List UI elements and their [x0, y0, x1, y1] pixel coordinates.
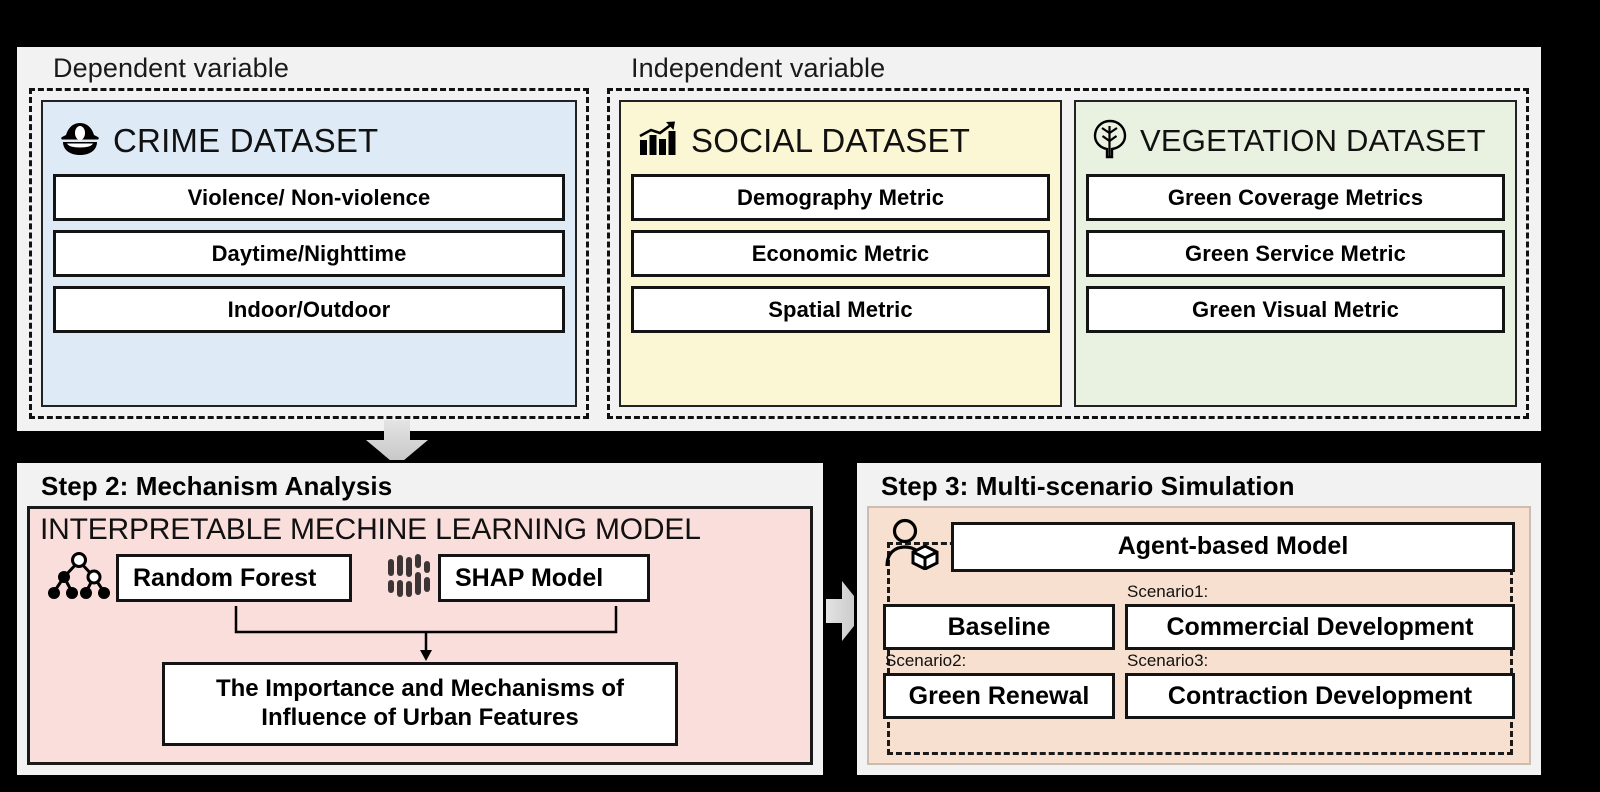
step2-model-container: INTERPRETABLE MECHINE LEARNING MODEL [27, 506, 813, 765]
step2-connector-lines [40, 605, 800, 662]
step2-result-box: The Importance and Mechanisms of Influen… [162, 661, 678, 747]
scenario-cell-2: Scenario2: Green Renewal [883, 651, 1115, 719]
scenario-row: Baseline Scenario1: Commercial Developme… [883, 582, 1515, 650]
scenario-row: Scenario2: Green Renewal Scenario3: Cont… [883, 651, 1515, 719]
scenario-box-2: Green Renewal [883, 673, 1115, 719]
social-metric-item: Demography Metric [631, 174, 1050, 222]
scenario-cell-1: Scenario1: Commercial Development [1125, 582, 1515, 650]
step2-title: Step 2: Mechanism Analysis [41, 471, 393, 501]
agent-model-row: Agent-based Model [883, 518, 1515, 575]
random-forest-box: Random Forest [116, 554, 352, 603]
interpretable-model-banner: INTERPRETABLE MECHINE LEARNING MODEL [40, 513, 701, 546]
vegetation-metric-item: Green Coverage Metrics [1086, 174, 1505, 222]
crime-metric-item: Daytime/Nighttime [53, 230, 565, 278]
crime-dataset-header: CRIME DATASET [53, 108, 565, 174]
agent-person-cube-icon [883, 518, 941, 575]
step3-content: Agent-based Model Baseline Scenario1: Co… [883, 518, 1515, 719]
vegetation-metric-list: Green Coverage Metrics Green Service Met… [1086, 174, 1505, 395]
decision-tree-icon [48, 551, 110, 606]
social-metric-item: Economic Metric [631, 230, 1050, 278]
vegetation-dataset-header: VEGETATION DATASET [1086, 108, 1505, 174]
vegetation-dataset-card: VEGETATION DATASET Green Coverage Metric… [1074, 100, 1517, 407]
step2-result-line2: Influence of Urban Features [261, 703, 579, 731]
crime-metric-item: Indoor/Outdoor [53, 286, 565, 334]
crime-metric-item: Violence/ Non-violence [53, 174, 565, 222]
bar-chart-growth-icon [637, 120, 679, 163]
social-dataset-card: SOCIAL DATASET Demography Metric Economi… [619, 100, 1062, 407]
crime-metric-list: Violence/ Non-violence Daytime/Nighttime… [53, 174, 565, 395]
crime-dataset-card: CRIME DATASET Violence/ Non-violence Day… [41, 100, 577, 407]
social-dataset-title: SOCIAL DATASET [691, 122, 971, 160]
shap-bars-icon [386, 552, 432, 605]
step3-title: Step 3: Multi-scenario Simulation [881, 471, 1295, 501]
dependent-dashed-container: CRIME DATASET Violence/ Non-violence Day… [29, 88, 589, 419]
vegetation-dataset-title: VEGETATION DATASET [1140, 123, 1486, 159]
arrow-right-icon [822, 578, 866, 644]
independent-dashed-container: SOCIAL DATASET Demography Metric Economi… [607, 88, 1529, 419]
vegetation-metric-item: Green Service Metric [1086, 230, 1505, 278]
scenario-label-3: Scenario3: [1127, 651, 1209, 670]
dependent-variable-title: Dependent variable [53, 53, 289, 83]
social-metric-item: Spatial Metric [631, 286, 1050, 334]
scenario-cell-baseline: Baseline [883, 583, 1115, 650]
tree-icon [1092, 119, 1128, 164]
step2-result-line1: The Importance and Mechanisms of [215, 674, 625, 702]
scenario-grid: Baseline Scenario1: Commercial Developme… [883, 582, 1515, 719]
step2-model-row: Random Forest [40, 551, 800, 606]
step3-simulation-container: Agent-based Model Baseline Scenario1: Co… [867, 506, 1531, 765]
social-metric-list: Demography Metric Economic Metric Spatia… [631, 174, 1050, 395]
scenario-box-1: Commercial Development [1125, 604, 1515, 650]
step1-data-panel: Dependent variable CRIME DATASET [14, 44, 1544, 434]
dependent-variable-column: Dependent variable CRIME DATASET [29, 53, 589, 419]
social-dataset-header: SOCIAL DATASET [631, 108, 1050, 174]
step2-panel: Step 2: Mechanism Analysis INTERPRETABLE… [14, 460, 826, 778]
shap-model-box: SHAP Model [438, 554, 650, 603]
independent-variable-column: Independent variable [607, 53, 1529, 419]
scenario-label-2: Scenario2: [885, 651, 967, 670]
agent-based-model-box: Agent-based Model [951, 521, 1515, 572]
vegetation-metric-item: Green Visual Metric [1086, 286, 1505, 334]
step3-panel: Step 3: Multi-scenario Simulation Agen [854, 460, 1544, 778]
arrow-down-icon [362, 420, 432, 466]
scenario-box-baseline: Baseline [883, 604, 1115, 650]
scenario-cell-3: Scenario3: Contraction Development [1125, 651, 1515, 719]
scenario-box-3: Contraction Development [1125, 673, 1515, 719]
scenario-label-1: Scenario1: [1127, 582, 1209, 601]
police-cap-icon [59, 120, 101, 163]
crime-dataset-title: CRIME DATASET [113, 122, 379, 160]
independent-variable-title: Independent variable [631, 53, 886, 83]
